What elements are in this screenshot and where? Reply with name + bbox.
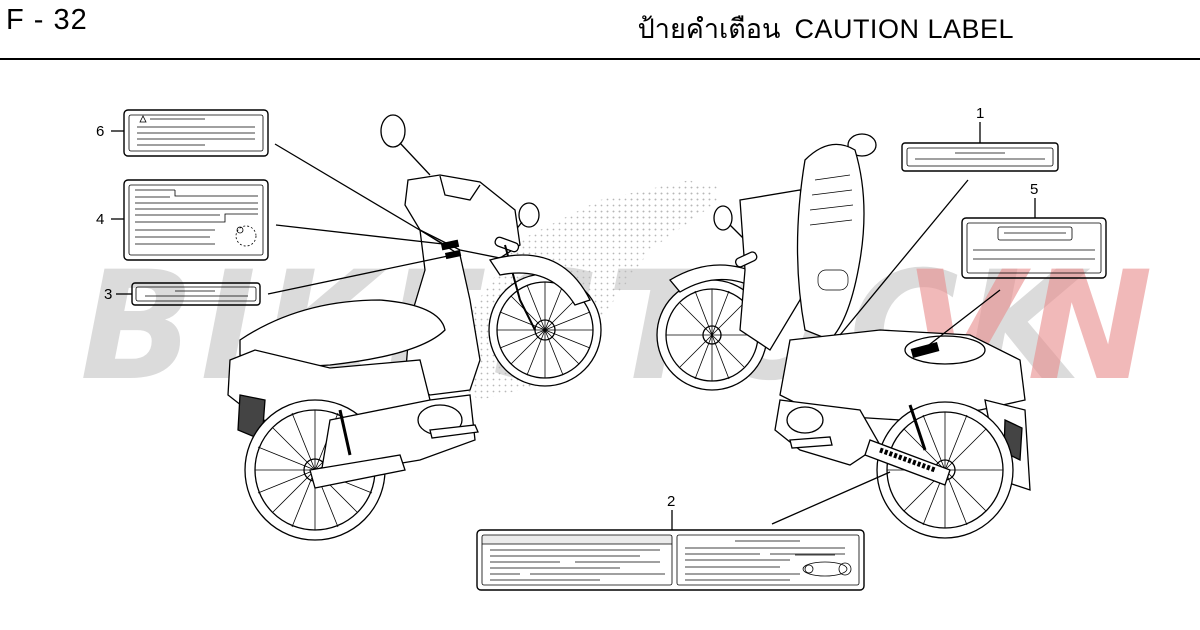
- callout-2: 2: [667, 493, 675, 510]
- leader-line-2: [771, 471, 891, 525]
- caution-label-6: [123, 109, 269, 157]
- page-title-thai: ป้ายคำเตือน: [637, 14, 781, 44]
- caution-label-2: [476, 529, 865, 591]
- leader-line-5: [924, 289, 1001, 349]
- caution-label-3: [131, 282, 261, 306]
- page-code: F - 32: [6, 4, 88, 36]
- leader-lines: [111, 122, 1036, 530]
- title-divider: [0, 58, 1200, 60]
- page-title-english: CAUTION LABEL: [794, 14, 1014, 44]
- motorcycle-left-illustration: [227, 114, 602, 541]
- caution-label-1: [901, 142, 1059, 172]
- callout-numbers: 6 4 3 1 5 2: [96, 105, 1038, 510]
- leader-line-6: [274, 143, 446, 246]
- leader-line-1: [839, 179, 969, 336]
- callout-5: 5: [1030, 181, 1038, 198]
- leader-line-4: [275, 224, 444, 245]
- callout-3: 3: [104, 286, 112, 303]
- leader-line-3: [267, 255, 449, 295]
- motorcycle-right-illustration: [656, 133, 1031, 539]
- callout-6: 6: [96, 123, 104, 140]
- callout-4: 4: [96, 211, 104, 228]
- callout-1: 1: [976, 105, 984, 122]
- page-title: ป้ายคำเตือน CAUTION LABEL: [638, 7, 1014, 50]
- caution-label-4: [123, 179, 269, 261]
- caution-label-5: [961, 217, 1107, 279]
